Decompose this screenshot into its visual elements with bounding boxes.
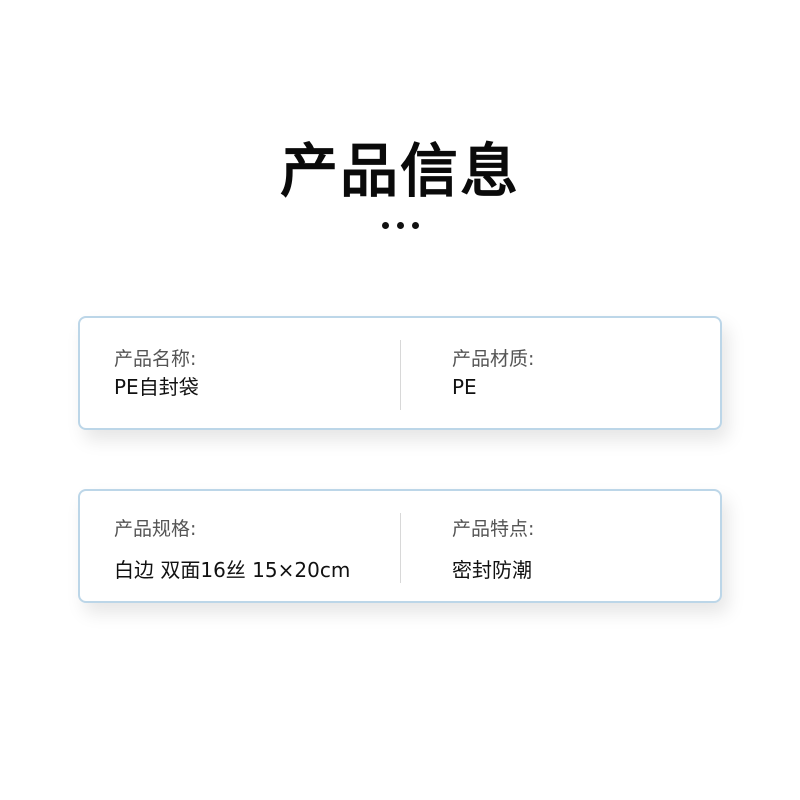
info-card-spec-features: 产品规格: 白边 双面16丝 15×20cm 产品特点: 密封防潮 — [78, 489, 722, 603]
ellipsis-dots-icon — [0, 222, 800, 229]
page-title: 产品信息 — [279, 137, 520, 205]
product-name-value: PE自封袋 — [114, 375, 199, 399]
product-spec-label: 产品规格: — [114, 518, 197, 540]
dot-icon — [396, 222, 404, 229]
dot-icon — [411, 222, 419, 229]
product-spec-value: 白边 双面16丝 15×20cm — [114, 558, 351, 582]
info-card-name-material: 产品名称: PE自封袋 产品材质: PE — [78, 316, 722, 430]
card-divider — [400, 340, 401, 410]
dot-icon — [381, 222, 389, 229]
product-features-label: 产品特点: — [452, 518, 535, 540]
card-divider — [400, 513, 401, 583]
product-name-label: 产品名称: — [114, 348, 197, 370]
product-features-value: 密封防潮 — [452, 558, 532, 582]
product-material-value: PE — [452, 375, 477, 399]
product-material-label: 产品材质: — [452, 348, 535, 370]
